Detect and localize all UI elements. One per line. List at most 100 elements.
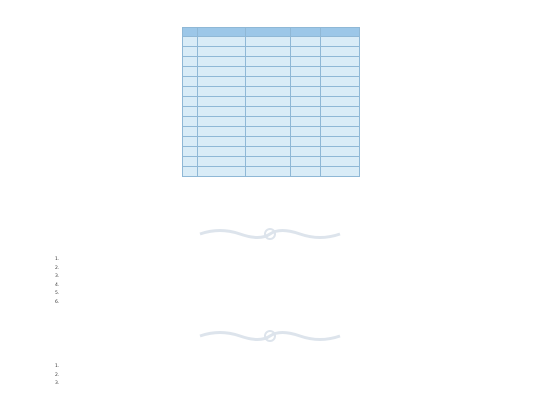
table-cell-c4 <box>290 86 321 97</box>
table-cell-c3 <box>245 156 291 167</box>
table-cell-c4 <box>290 146 321 157</box>
table-cell-name[interactable] <box>197 126 246 137</box>
table-cell-name[interactable] <box>197 76 246 87</box>
list-item-number: 3. <box>55 381 60 386</box>
table-header <box>197 27 246 37</box>
table-cell-note <box>320 66 360 77</box>
list-item: 2. <box>55 265 64 274</box>
table-row <box>182 86 360 97</box>
table-cell-group <box>182 66 198 77</box>
table-cell-c3 <box>245 136 291 147</box>
table-cell-c4 <box>290 36 321 47</box>
table-cell-group <box>182 76 198 87</box>
table-cell-group <box>182 126 198 137</box>
list-item-number: 3. <box>55 274 60 279</box>
table-header <box>245 27 291 37</box>
table-cell-c3 <box>245 36 291 47</box>
table-cell-c3 <box>245 126 291 137</box>
table-row <box>182 136 360 147</box>
table-row <box>182 76 360 87</box>
table-cell-name[interactable] <box>197 86 246 97</box>
list-item: 1. <box>55 363 64 372</box>
table-cell-group <box>182 106 198 117</box>
table-cell-name[interactable] <box>197 156 246 167</box>
decorative-divider <box>195 328 345 344</box>
list-item-number: 2. <box>55 372 60 378</box>
table-cell-c3 <box>245 66 291 77</box>
table-cell-group <box>182 96 198 107</box>
table-cell-name[interactable] <box>197 66 246 77</box>
list-item-number: 4. <box>55 282 60 288</box>
table-cell-name[interactable] <box>197 136 246 147</box>
table-cell-note <box>320 56 360 67</box>
table-cell-group <box>182 116 198 127</box>
table-cell-name[interactable] <box>197 36 246 47</box>
table-cell-c3 <box>245 96 291 107</box>
table-cell-note <box>320 76 360 87</box>
table-header <box>320 27 360 37</box>
table-cell-group <box>182 136 198 147</box>
table-cell-c3 <box>245 146 291 157</box>
table-cell-name[interactable] <box>197 96 246 107</box>
table-cell-c3 <box>245 46 291 57</box>
table-row <box>182 66 360 77</box>
table-cell-c4 <box>290 156 321 167</box>
scroll-ornament-icon <box>199 330 341 342</box>
table-cell-c3 <box>245 76 291 87</box>
table-row <box>182 126 360 137</box>
table-cell-group <box>182 156 198 167</box>
table-cell-name[interactable] <box>197 146 246 157</box>
table-cell-name[interactable] <box>197 166 246 177</box>
table-cell-c4 <box>290 136 321 147</box>
table-cell-name[interactable] <box>197 106 246 117</box>
table-cell-c3 <box>245 116 291 127</box>
list-item-number: 1. <box>55 257 60 262</box>
list-item: 6. <box>55 299 64 308</box>
table-cell-group <box>182 166 198 177</box>
table-cell-c4 <box>290 66 321 77</box>
table-cell-c3 <box>245 106 291 117</box>
table-cell-c4 <box>290 126 321 137</box>
section-2-list: 1.2. 3. <box>55 363 64 389</box>
table-cell-c4 <box>290 46 321 57</box>
table-cell-note <box>320 116 360 127</box>
table-cell-note <box>320 146 360 157</box>
list-item-number: 2. <box>55 265 60 271</box>
table-row <box>182 36 360 47</box>
table-cell-note <box>320 86 360 97</box>
table-cell-c3 <box>245 166 291 177</box>
table-cell-name[interactable] <box>197 116 246 127</box>
table-cell-note <box>320 166 360 177</box>
table-cell-group <box>182 56 198 67</box>
list-item-number: 6. <box>55 299 60 305</box>
table-cell-note <box>320 106 360 117</box>
decorative-divider <box>195 226 345 242</box>
list-item: 3. <box>55 380 64 389</box>
table-cell-note <box>320 46 360 57</box>
list-item: 5. <box>55 290 64 299</box>
table-cell-c3 <box>245 86 291 97</box>
table-row <box>182 106 360 117</box>
scroll-ornament-icon <box>199 228 341 240</box>
table-cell-note <box>320 36 360 47</box>
table-header <box>290 27 321 37</box>
table-cell-note <box>320 136 360 147</box>
table-cell-note <box>320 126 360 137</box>
plan-table <box>182 27 360 177</box>
table-cell-group <box>182 36 198 47</box>
table-row <box>182 56 360 67</box>
table-cell-name[interactable] <box>197 56 246 67</box>
table-cell-group <box>182 86 198 97</box>
table-cell-c3 <box>245 56 291 67</box>
table-cell-name[interactable] <box>197 46 246 57</box>
list-item: 2. <box>55 372 64 381</box>
table-row <box>182 166 360 177</box>
table-cell-group <box>182 46 198 57</box>
section-1-list: 1. 2. 3. 4. 5.6. <box>55 256 64 307</box>
table-cell-note <box>320 156 360 167</box>
table-cell-c4 <box>290 76 321 87</box>
table-header-row <box>182 27 360 37</box>
table-cell-note <box>320 96 360 107</box>
list-item: 3. <box>55 273 64 282</box>
table-row <box>182 116 360 127</box>
